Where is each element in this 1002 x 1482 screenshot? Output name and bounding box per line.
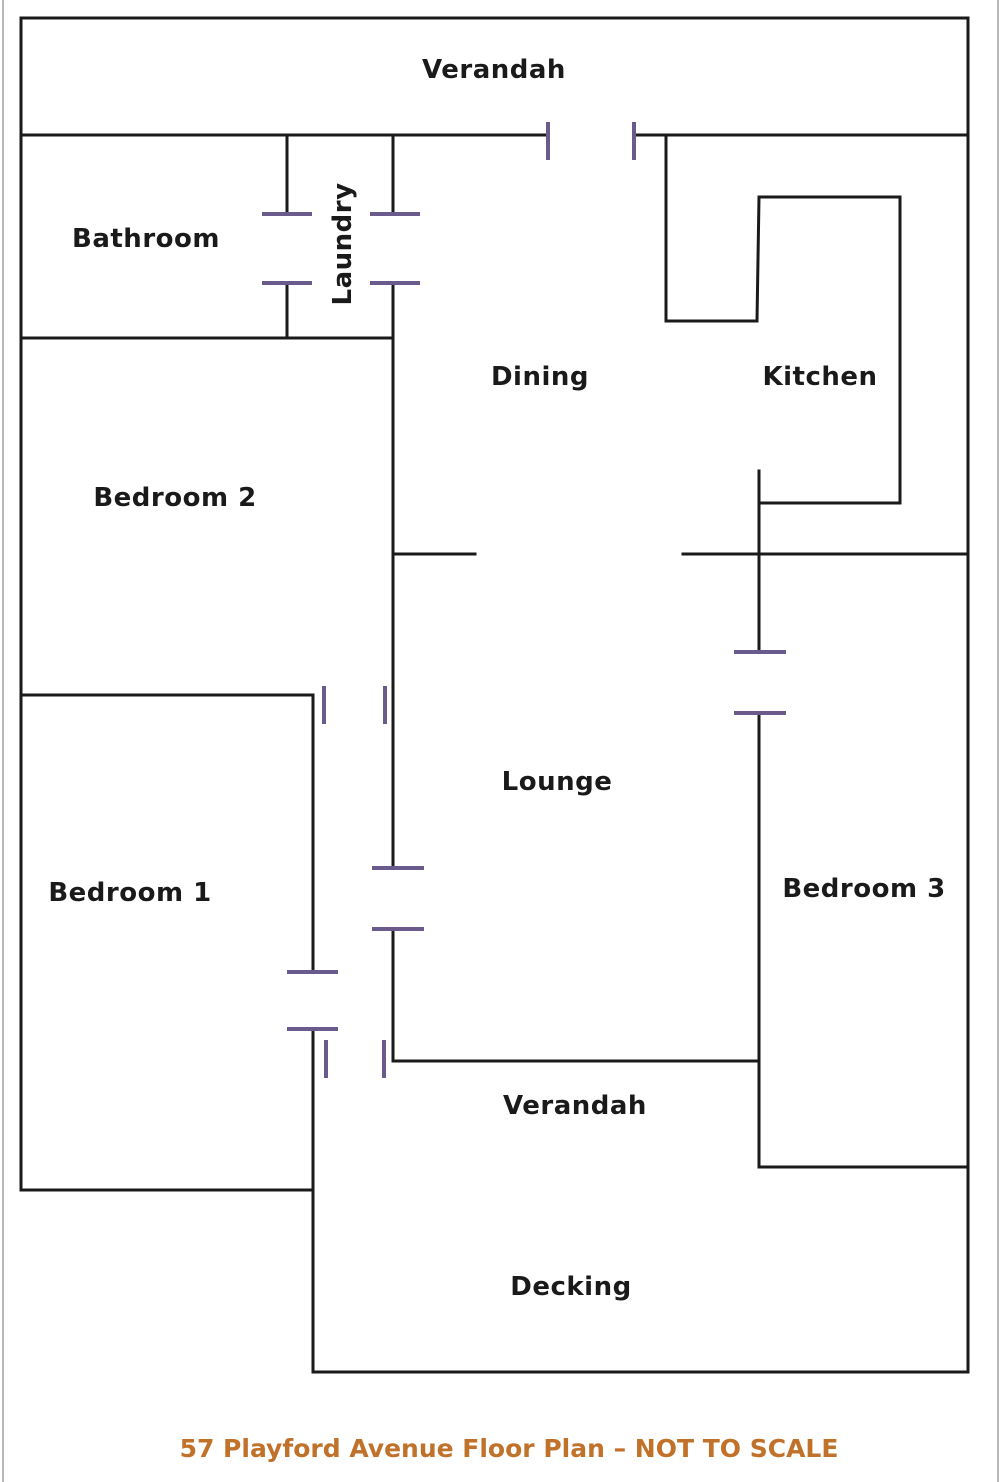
room-label-lounge: Lounge [502,767,613,797]
plan-caption: 57 Playford Avenue Floor Plan – NOT TO S… [180,1434,839,1463]
doors [262,122,786,1078]
room-labels: Verandah Bathroom Laundry Dining Kitchen… [48,55,945,1302]
room-label-verandah-top: Verandah [422,55,566,85]
room-label-bedroom1: Bedroom 1 [48,878,211,908]
room-label-verandah-bottom: Verandah [503,1091,647,1121]
room-label-decking: Decking [510,1272,631,1302]
room-label-bedroom3: Bedroom 3 [782,874,945,904]
wall-kitchen-top-return [664,133,902,505]
room-label-laundry: Laundry [328,182,358,305]
room-label-bedroom2: Bedroom 2 [93,483,256,513]
room-label-dining: Dining [491,362,589,392]
room-label-bathroom: Bathroom [72,224,220,254]
walls [19,16,970,1374]
room-label-kitchen: Kitchen [762,362,877,392]
